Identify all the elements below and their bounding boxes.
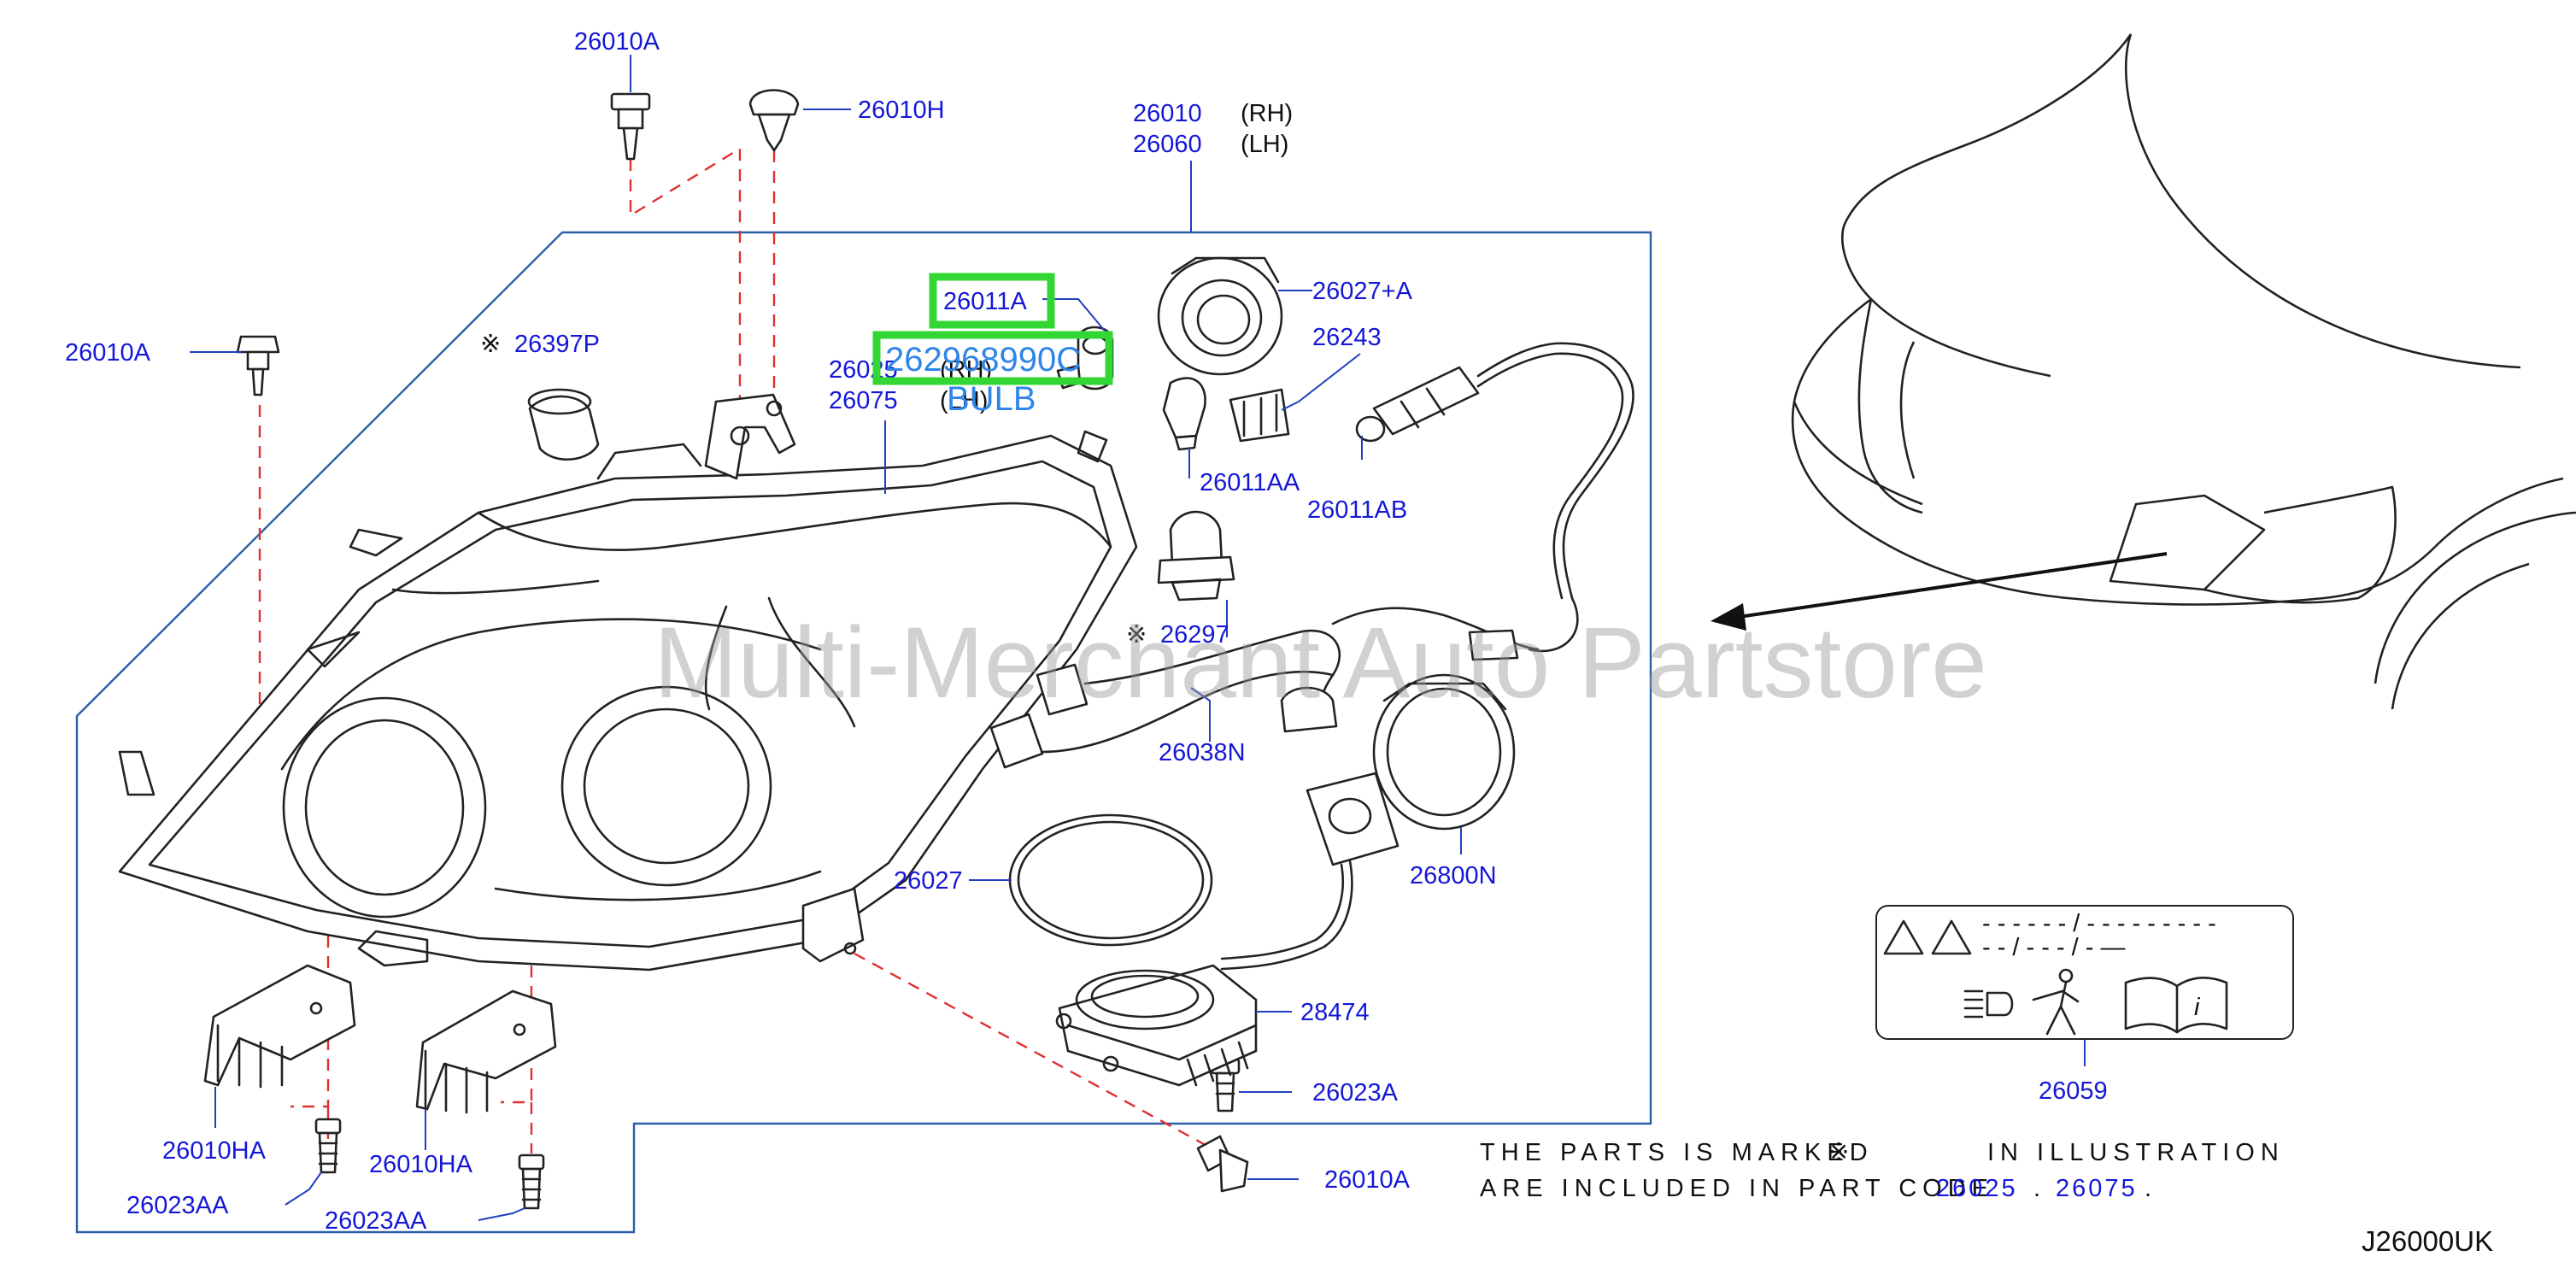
vehicle-locator: [1710, 33, 2576, 710]
part-26023AA-right[interactable]: 26023AA: [325, 1207, 427, 1235]
note-line-2: ARE INCLUDED IN PART CODE: [1480, 1175, 1994, 1202]
ballast-28474: [1055, 964, 1258, 1087]
bulb-26011AA: [1162, 377, 1206, 451]
bolt-26010A-bottom: [1196, 1135, 1249, 1193]
clip-26010H: [748, 89, 800, 152]
part-26010H[interactable]: 26010H: [858, 97, 945, 124]
cap-26397P: [527, 388, 600, 461]
part-26010HA-right[interactable]: 26010HA: [369, 1151, 473, 1178]
note-code-26075[interactable]: 26075: [2056, 1175, 2138, 1202]
part-26800N[interactable]: 26800N: [1410, 862, 1497, 889]
manual-book-icon: i: [2124, 977, 2228, 1034]
caution-label-26059: - - - - - - / - - - - - - - - - - - / - …: [1875, 905, 2294, 1040]
part-26243[interactable]: 26243: [1312, 324, 1382, 351]
part-26027A[interactable]: 26027+A: [1312, 278, 1413, 305]
side-lh-26060: (LH): [1241, 131, 1288, 158]
svg-text:i: i: [2194, 994, 2201, 1021]
igniter-socket: [1220, 772, 1399, 971]
part-labels: 26010A 26010H 26010 (RH) 26060 (LH) 2601…: [65, 28, 2108, 1235]
headlight-adjust-icon: [1963, 968, 2080, 1036]
side-rh-26010: (RH): [1241, 100, 1293, 127]
part-26038N[interactable]: 26038N: [1159, 739, 1246, 766]
bolt-26010A-left: [236, 335, 280, 396]
gasket-26027: [1008, 813, 1213, 947]
part-26010A-bottom[interactable]: 26010A: [1324, 1166, 1411, 1194]
watermark: Multi-Merchant Auto Partstore: [654, 607, 1987, 719]
headlamp-housing: [118, 393, 1138, 972]
kome-26297: ※: [1126, 621, 1147, 649]
harness-26038N: [989, 607, 1540, 769]
part-26397P[interactable]: 26397P: [514, 331, 600, 358]
part-26297[interactable]: 26297: [1160, 621, 1229, 649]
part-26010HA-left[interactable]: 26010HA: [162, 1137, 267, 1165]
part-26011AA[interactable]: 26011AA: [1200, 469, 1300, 496]
bulb-26297: [1157, 510, 1235, 602]
bracket-26010HA-right: [415, 989, 557, 1114]
highlight-bulb-text: BULB: [947, 380, 1036, 418]
highlight-box-code[interactable]: [872, 331, 1113, 385]
note-kome: ※: [1828, 1139, 1855, 1166]
bolt-26023AA-left: [314, 1118, 342, 1174]
part-26060[interactable]: 26060: [1133, 131, 1202, 158]
locator-arrow: [1727, 552, 2168, 620]
highlight-overlay: 262968990C BULB: [872, 273, 1113, 418]
part-26011A[interactable]: 26011A: [943, 288, 1027, 315]
assembly-frame: [75, 231, 1652, 1234]
part-26059[interactable]: 26059: [2039, 1077, 2108, 1105]
bracket-26010HA-left: [203, 964, 356, 1089]
part-26010A-top[interactable]: 26010A: [574, 28, 660, 56]
part-26010A-left[interactable]: 26010A: [65, 339, 151, 367]
rubber-cap-26027A: [1157, 256, 1283, 376]
note-line-1a: THE PARTS IS MARKED: [1480, 1139, 1874, 1166]
leader-lines: [190, 55, 2086, 1221]
cover-26800N: [1372, 673, 1516, 831]
part-26010[interactable]: 26010: [1133, 100, 1202, 127]
note-line-1b: IN ILLUSTRATION: [1987, 1139, 2285, 1166]
side-marker-harness: [1355, 342, 1634, 653]
figure-id: J26000UK: [2362, 1225, 2493, 1257]
locator-arrow-head: [1710, 603, 1746, 631]
side-lh-26075: (LH): [940, 387, 988, 414]
inclusion-note: THE PARTS IS MARKED ※ IN ILLUSTRATION AR…: [1480, 1139, 2285, 1202]
part-26027[interactable]: 26027: [894, 867, 963, 895]
part-28474[interactable]: 28474: [1300, 999, 1370, 1026]
part-26011AB[interactable]: 26011AB: [1307, 496, 1407, 524]
warning-triangle-icon: [1883, 919, 1972, 955]
part-26023AA-left[interactable]: 26023AA: [126, 1192, 229, 1219]
bolt-26010A-top: [610, 92, 651, 161]
note-code-26025[interactable]: 26025: [1936, 1175, 2018, 1202]
note-end: .: [2145, 1175, 2157, 1202]
highlight-box-26011A[interactable]: [929, 273, 1055, 329]
caution-line-2: - - / - - - / - —: [1982, 934, 2126, 961]
kome-26397P: ※: [480, 331, 501, 358]
part-26023A[interactable]: 26023A: [1312, 1079, 1399, 1107]
bolt-26023AA-right: [518, 1154, 545, 1210]
caution-line-1: - - - - - - / - - - - - - - - -: [1982, 910, 2216, 937]
part-26075[interactable]: 26075: [829, 387, 898, 414]
socket-26243: [1229, 388, 1290, 443]
highlight-code-text: 262968990C: [885, 341, 1081, 379]
note-sep: .: [2033, 1175, 2046, 1202]
